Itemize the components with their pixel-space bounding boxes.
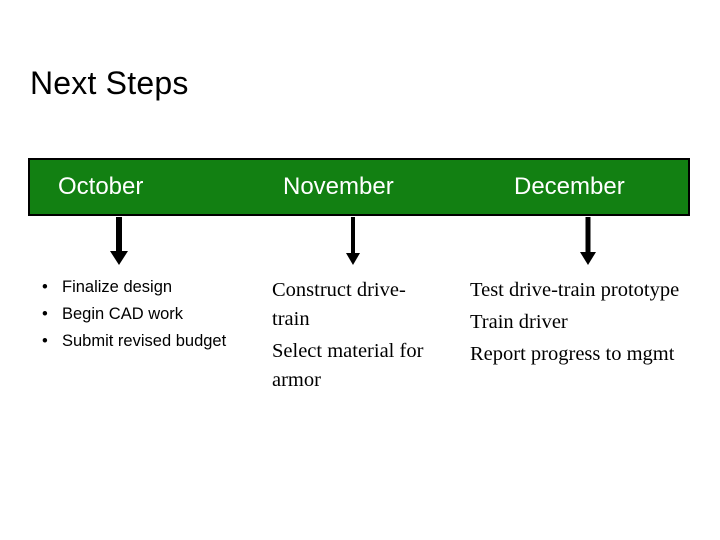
bullet-icon: •: [42, 278, 48, 296]
timeline-header-bar: October November December: [28, 158, 690, 216]
arrow-stem: [585, 217, 591, 254]
list-item-label: Begin CAD work: [62, 304, 184, 323]
october-task-list: • Finalize design • Begin CAD work • Sub…: [36, 276, 261, 354]
arrow-head: [346, 253, 360, 265]
list-item: Test drive-train prototype: [470, 279, 680, 301]
bullet-icon: •: [42, 331, 48, 350]
down-arrow-icon-november: [344, 217, 362, 265]
list-item: • Submit revised budget: [36, 330, 261, 354]
list-item: Train driver: [470, 311, 568, 334]
column-december: Test drive-train prototype Train driver …: [470, 276, 695, 372]
list-item: Select material for armor: [272, 340, 424, 392]
list-item: Report progress to mgmt: [470, 343, 675, 366]
november-task-list: Construct drive-train Select material fo…: [272, 276, 432, 395]
list-item: • Begin CAD work: [36, 303, 261, 327]
page-title: Next Steps: [30, 65, 189, 101]
list-item-label: Submit revised budget: [62, 331, 227, 350]
arrow-stem: [116, 217, 122, 253]
bullet-icon: •: [42, 304, 48, 323]
down-arrow-icon-december: [578, 217, 598, 265]
list-item: • Finalize design: [36, 276, 261, 300]
list-item: Construct drive-train: [272, 279, 406, 331]
timeline-month-october: October: [58, 173, 144, 200]
december-task-list: Test drive-train prototype Train driver …: [470, 276, 695, 369]
arrow-stem: [351, 217, 355, 255]
timeline-month-november: November: [283, 173, 394, 200]
list-item-label: Finalize design: [62, 278, 173, 296]
column-october: • Finalize design • Begin CAD work • Sub…: [36, 276, 261, 357]
arrow-head: [110, 251, 128, 265]
down-arrow-icon-october: [108, 217, 130, 265]
column-november: Construct drive-train Select material fo…: [272, 276, 432, 398]
timeline-month-december: December: [514, 173, 625, 200]
arrow-head: [580, 252, 596, 265]
